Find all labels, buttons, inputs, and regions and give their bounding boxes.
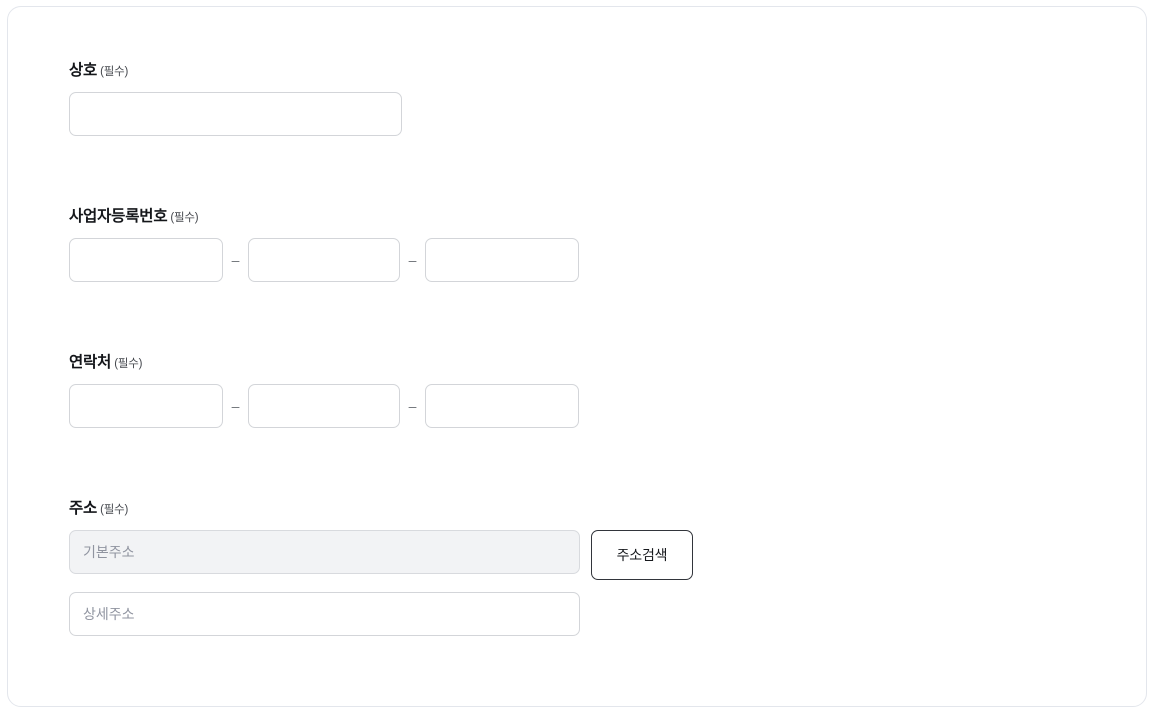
label-address-required: (필수) <box>100 504 129 516</box>
dash-separator-icon: – <box>408 398 417 414</box>
business-info-form-card: 상호(필수) 사업자등록번호(필수) – – 연락처(필수) <box>7 6 1147 707</box>
address-main-row: 주소검색 <box>69 530 693 580</box>
form-body: 상호(필수) 사업자등록번호(필수) – – 연락처(필수) <box>69 63 1126 696</box>
label-company-name-text: 상호 <box>69 62 98 79</box>
contact-part-3[interactable] <box>425 384 579 428</box>
address-main-input[interactable] <box>69 530 580 574</box>
label-business-number-required: (필수) <box>170 212 199 224</box>
address-detail-input[interactable] <box>69 592 580 636</box>
company-name-input[interactable] <box>69 92 402 136</box>
business-number-part-2[interactable] <box>248 238 400 282</box>
business-number-part-3[interactable] <box>425 238 579 282</box>
contact-part-2[interactable] <box>248 384 400 428</box>
contact-row: – – <box>69 384 579 428</box>
label-business-number: 사업자등록번호(필수) <box>69 209 579 225</box>
label-contact-text: 연락처 <box>69 354 112 371</box>
address-search-button[interactable]: 주소검색 <box>591 530 693 580</box>
label-company-name: 상호(필수) <box>69 63 402 79</box>
dash-separator-icon: – <box>231 398 240 414</box>
dash-separator-icon: – <box>408 252 417 268</box>
business-number-part-1[interactable] <box>69 238 223 282</box>
label-address: 주소(필수) <box>69 501 693 517</box>
field-group-address: 주소(필수) 주소검색 <box>69 501 693 636</box>
contact-part-1[interactable] <box>69 384 223 428</box>
label-company-name-required: (필수) <box>100 66 129 78</box>
dash-separator-icon: – <box>231 252 240 268</box>
label-contact-required: (필수) <box>114 358 143 370</box>
label-contact: 연락처(필수) <box>69 355 579 371</box>
label-business-number-text: 사업자등록번호 <box>69 208 168 225</box>
field-group-contact: 연락처(필수) – – <box>69 355 579 428</box>
field-group-business-number: 사업자등록번호(필수) – – <box>69 209 579 282</box>
field-group-company-name: 상호(필수) <box>69 63 402 136</box>
business-number-row: – – <box>69 238 579 282</box>
label-address-text: 주소 <box>69 500 98 517</box>
